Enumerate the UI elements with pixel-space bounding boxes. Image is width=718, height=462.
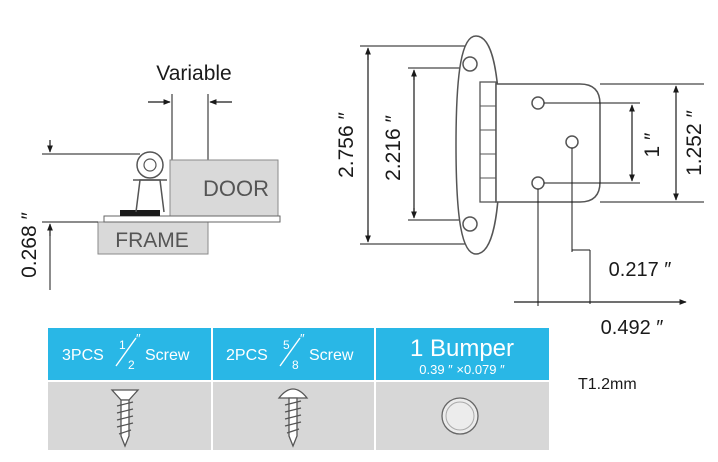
bumper-title: 1 Bumper — [410, 335, 514, 362]
hinge-arm — [135, 179, 165, 213]
thickness-note: T1.2mm — [578, 376, 637, 393]
leaf-hole-bottom — [531, 176, 545, 190]
hinge-barrel — [479, 81, 497, 203]
screw-2-frac-num: 5 — [283, 338, 290, 352]
overall-height-label: 2.756 ″ — [335, 112, 358, 178]
side-view: Variable DOOR FRAME 0.268 ″ — [18, 62, 281, 290]
leaf-hole-middle — [565, 135, 579, 149]
leaf-height-label: 1.252 ″ — [683, 110, 706, 176]
screw-2-frac-den: 8 — [292, 358, 299, 372]
hole-spacing-label: 2.216 ″ — [382, 115, 405, 181]
accessories-table: 3PCS 1 2 ″ Screw 2PCS 5 8 ″ Screw 1 Bump… — [48, 328, 549, 450]
bumper-subtitle: 0.39 ″ ×0.079 ″ — [419, 362, 505, 377]
frame-label: FRAME — [115, 229, 189, 252]
screw-2-frac-slash — [279, 337, 301, 367]
screw-1-inch-mark: ″ — [136, 331, 141, 346]
round-head-screw-icon — [277, 388, 309, 448]
large-offset-label: 0.492 ″ — [601, 317, 664, 339]
hinge-pin — [143, 158, 157, 172]
screw-2-suffix: Screw — [309, 347, 354, 364]
leaf-hole-spacing-label: 1 ″ — [641, 132, 664, 158]
screw-1-prefix: 3PCS — [62, 347, 104, 364]
screw-1-suffix: Screw — [145, 347, 190, 364]
small-offset-label: 0.217 ″ — [609, 259, 672, 281]
frame-block — [97, 221, 209, 255]
header-cell-1 — [48, 328, 211, 380]
bumper-pad — [120, 210, 160, 216]
flat-head-screw-icon — [110, 389, 140, 448]
door-label: DOOR — [203, 176, 269, 201]
screw-1-frac-den: 2 — [128, 358, 135, 372]
door-leaf — [495, 83, 601, 203]
door-block — [169, 159, 279, 217]
height-dim-label: 0.268 ″ — [18, 212, 41, 278]
bumper-inner-ring — [445, 401, 475, 431]
plate-hole-bottom — [462, 216, 478, 232]
hinge-plate — [103, 215, 281, 223]
screw-2-inch-mark: ″ — [300, 331, 305, 346]
front-view: 2.756 ″ 2.216 ″ 1.252 ″ — [335, 35, 706, 339]
screw-2-prefix: 2PCS — [226, 347, 268, 364]
screw-1-frac-num: 1 — [119, 338, 126, 352]
screw-1-frac-slash — [115, 337, 137, 367]
header-cell-3 — [376, 328, 549, 380]
variable-label: Variable — [156, 62, 232, 85]
bumper-icon — [441, 397, 479, 435]
leaf-hole-top — [531, 96, 545, 110]
plate-hole-top — [462, 56, 478, 72]
header-cell-2 — [213, 328, 374, 380]
